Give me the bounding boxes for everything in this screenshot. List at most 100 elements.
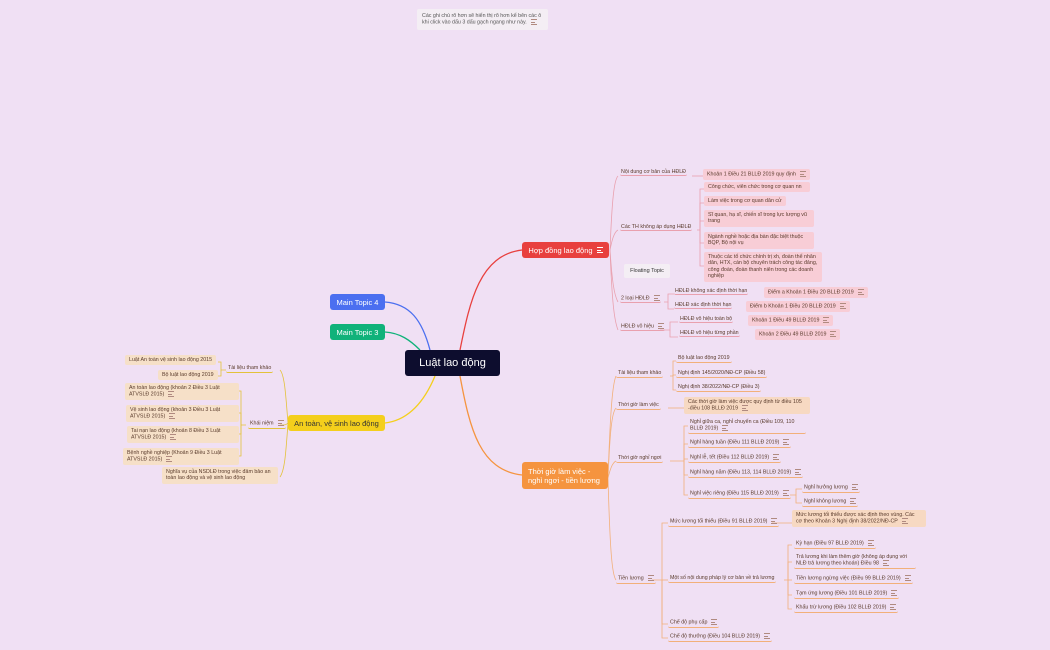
main-topic-thoi-gio[interactable]: Thời giờ làm việc - nghỉ ngơi - tiền lươ… [522, 462, 608, 489]
node-khong-xac-dinh[interactable]: HĐLĐ không xác định thời hạn [674, 288, 749, 296]
notes-icon[interactable] [773, 454, 780, 460]
node-mot-so[interactable]: Một số nội dung pháp lý cơ bản về trả lư… [668, 574, 777, 584]
node-text: Nghỉ hàng năm (Điều 113, 114 BLLĐ 2019) [690, 469, 792, 476]
comment-note[interactable]: Các ghi chú rõ hơn sẽ hiển thị rõ hơn kể… [417, 9, 548, 31]
notes-icon[interactable] [657, 323, 664, 329]
node-text: Khoản 1 Điều 49 BLLĐ 2019 [752, 317, 820, 324]
notes-icon[interactable] [169, 413, 176, 420]
node-hai-loai[interactable]: 2 loại HĐLĐ [620, 295, 661, 303]
node-ng3[interactable]: Nghỉ lễ, tết (Điều 112 BLLĐ 2019) [688, 453, 782, 463]
notes-icon[interactable] [653, 295, 660, 301]
node-vo-hieu[interactable]: HĐLĐ vô hiệu [620, 323, 665, 331]
main-topic-hop-dong[interactable]: Hợp đồng lao động [522, 242, 609, 258]
notes-icon[interactable] [783, 439, 790, 445]
node-phu-cap[interactable]: Chế độ phụ cấp [668, 618, 720, 628]
node-k2-d49[interactable]: Khoản 2 Điều 49 BLLĐ 2019 [755, 329, 841, 340]
node-ms3[interactable]: Tiền lương ngừng việc (Điều 99 BLLĐ 2019… [794, 574, 913, 584]
node-tg-tl2[interactable]: Nghị định 145/2020/NĐ-CP (Điều 58) [676, 369, 768, 379]
node-text: Tiền lương ngừng việc (Điều 99 BLLĐ 2019… [796, 575, 901, 582]
notes-icon[interactable] [168, 391, 175, 398]
node-text: Mức lương tối thiểu được xác định theo v… [796, 512, 915, 525]
main-topic-4[interactable]: Main Topic 4 [330, 294, 385, 310]
notes-icon[interactable] [891, 590, 898, 596]
node-muc-luong[interactable]: Mức lương tối thiểu (Điều 91 BLLĐ 2019) [668, 517, 780, 527]
notes-icon[interactable] [711, 619, 718, 625]
node-kn3[interactable]: Tai nạn lao động (khoản 8 Điều 3 Luật AT… [127, 426, 239, 444]
node-ms2[interactable]: Trả lương khi làm thêm giờ (không áp dụn… [794, 553, 916, 570]
notes-icon[interactable] [742, 405, 749, 412]
node-th4[interactable]: Ngành nghề hoặc địa bàn đặc biệt thuộc B… [704, 232, 814, 249]
node-kn1[interactable]: An toàn lao động (khoản 2 Điều 3 Luật AT… [125, 383, 239, 401]
node-tglv1[interactable]: Các thời giờ làm việc được quy định từ đ… [684, 397, 810, 415]
notes-icon[interactable] [883, 560, 889, 567]
node-thoi-gio-lam-viec[interactable]: Thời giờ làm việc [616, 401, 661, 411]
notes-icon[interactable] [890, 604, 897, 610]
notes-icon[interactable] [850, 498, 857, 504]
main-topic-an-toan[interactable]: An toàn, vệ sinh lao động [288, 415, 385, 431]
node-k1-d49[interactable]: Khoản 1 Điều 49 BLLĐ 2019 [748, 315, 834, 326]
node-diem-b[interactable]: Điểm b Khoản 1 Điều 20 BLLĐ 2019 [746, 301, 850, 312]
node-th2[interactable]: Làm việc trong cơ quan dân cử [704, 196, 786, 207]
node-th5[interactable]: Thuộc các tổ chức chính trị xh, đoàn thể… [704, 252, 822, 282]
node-at-tl2[interactable]: Bộ luật lao động 2019 [158, 370, 218, 381]
node-ng4[interactable]: Nghỉ hàng năm (Điều 113, 114 BLLĐ 2019) [688, 468, 804, 478]
notes-icon[interactable] [799, 171, 806, 177]
node-ms4[interactable]: Tạm ứng lương (Điều 101 BLLĐ 2019) [794, 589, 900, 599]
node-tg-tai-lieu[interactable]: Tài liệu tham khảo [616, 369, 664, 379]
node-ng2[interactable]: Nghỉ hàng tuần (Điều 111 BLLĐ 2019) [688, 438, 792, 448]
node-vo-hieu-toan-bo[interactable]: HĐLĐ vô hiệu toàn bộ [679, 316, 734, 324]
node-th1[interactable]: Công chức, viên chức trong cơ quan nn [704, 182, 810, 193]
notes-icon[interactable] [596, 247, 603, 253]
node-xac-dinh[interactable]: HĐLĐ xác định thời hạn [674, 302, 733, 310]
node-diem-a[interactable]: Điểm a Khoản 1 Điều 20 BLLĐ 2019 [764, 287, 868, 298]
notes-icon[interactable] [904, 575, 911, 581]
node-nghia-vu[interactable]: Nghĩa vụ của NSDLĐ trong việc đảm bảo an… [162, 467, 278, 484]
node-cac-th[interactable]: Các TH không áp dụng HĐLĐ [620, 224, 693, 232]
node-thoi-gio-nghi[interactable]: Thời giờ nghỉ ngơi [616, 454, 664, 464]
node-khoan1-dieu21[interactable]: Khoản 1 Điều 21 BLLĐ 2019 quy định [703, 169, 810, 180]
notes-icon[interactable] [771, 518, 778, 524]
root-topic[interactable]: Luật lao động [405, 350, 500, 376]
comment-note-text: Các ghi chú rõ hơn sẽ hiển thị rõ hơn kể… [422, 13, 542, 26]
notes-icon[interactable] [764, 633, 771, 639]
floating-topic[interactable]: Floating Topic [624, 264, 670, 278]
node-th3[interactable]: Sĩ quan, hạ sĩ, chiến sĩ trong lực lượng… [704, 210, 814, 227]
notes-icon[interactable] [530, 19, 537, 26]
node-khai-niem[interactable]: Khái niệm [248, 419, 286, 429]
node-at-tai-lieu[interactable]: Tài liệu tham khảo [226, 364, 274, 374]
node-ml1[interactable]: Mức lương tối thiểu được xác định theo v… [792, 510, 926, 528]
notes-icon[interactable] [839, 303, 846, 309]
notes-icon[interactable] [277, 420, 284, 426]
notes-icon[interactable] [901, 518, 908, 525]
node-ng5a[interactable]: Nghỉ hưởng lương [802, 483, 860, 493]
node-text: An toàn lao động (khoản 2 Điều 3 Luật AT… [129, 385, 220, 398]
node-ng1[interactable]: Nghỉ giữa ca, nghỉ chuyển ca (Điều 109, … [688, 418, 806, 435]
node-ng5[interactable]: Nghỉ việc riêng (Điều 115 BLLĐ 2019) [688, 489, 791, 499]
node-tg-tl1[interactable]: Bộ luật lao động 2019 [676, 354, 732, 364]
notes-icon[interactable] [795, 469, 802, 475]
connector-topic3 [384, 331, 421, 351]
notes-icon[interactable] [823, 317, 830, 323]
notes-icon[interactable] [722, 425, 729, 432]
notes-icon[interactable] [851, 484, 858, 490]
node-kn4[interactable]: Bệnh nghề nghiệp (Khoản 9 Điều 3 Luật AT… [123, 448, 239, 466]
notes-icon[interactable] [830, 331, 837, 337]
node-noi-dung[interactable]: Nội dung cơ bản của HĐLĐ [620, 169, 688, 177]
node-text: Chế độ thưởng (Điều 104 BLLĐ 2019) [670, 633, 761, 640]
node-kn2[interactable]: Vệ sinh lao động (khoản 3 Điều 3 Luật AT… [126, 405, 239, 423]
notes-icon[interactable] [782, 490, 789, 496]
node-ng5b[interactable]: Nghỉ không lương [802, 497, 859, 507]
notes-icon[interactable] [166, 456, 173, 463]
node-ms5[interactable]: Khấu trừ lương (Điều 102 BLLĐ 2019) [794, 603, 899, 613]
notes-icon[interactable] [867, 540, 874, 546]
node-vo-hieu-tung-phan[interactable]: HĐLĐ vô hiệu từng phần [679, 330, 740, 338]
node-ms1[interactable]: Kỳ hạn (Điều 97 BLLĐ 2019) [794, 539, 876, 549]
node-tien-luong[interactable]: Tiền lương [616, 574, 656, 584]
node-thuong[interactable]: Chế độ thưởng (Điều 104 BLLĐ 2019) [668, 632, 773, 642]
notes-icon[interactable] [857, 289, 864, 295]
node-tg-tl3[interactable]: Nghị định 38/2022/NĐ-CP (Điều 3) [676, 383, 762, 393]
main-topic-3[interactable]: Main Topic 3 [330, 324, 385, 340]
notes-icon[interactable] [170, 434, 177, 441]
node-at-tl1[interactable]: Luật An toàn vệ sinh lao động 2015 [125, 355, 217, 366]
notes-icon[interactable] [647, 575, 654, 581]
